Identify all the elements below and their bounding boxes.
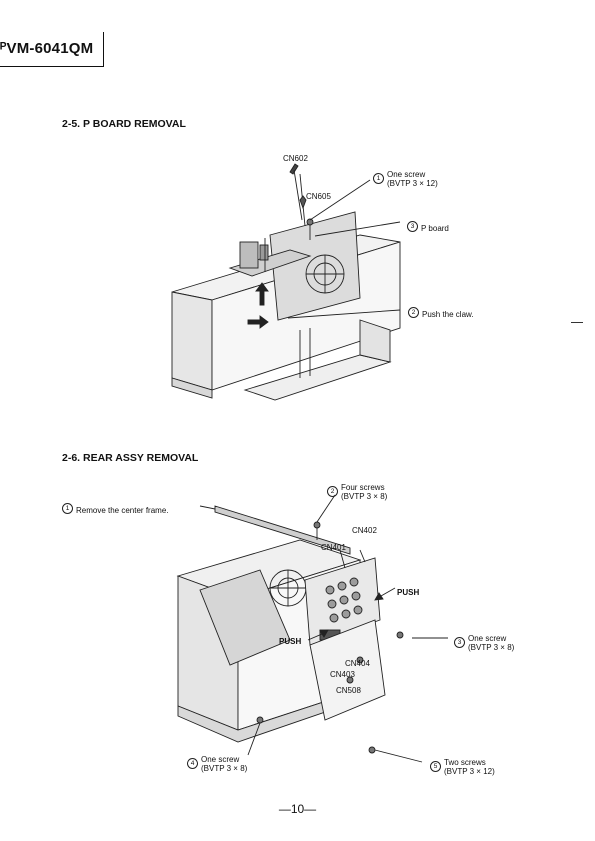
step-number-badge: 2 bbox=[408, 307, 419, 318]
step-2-text: Push the claw. bbox=[422, 310, 474, 319]
step-2-text: Four screws (BVTP 3 × 8) bbox=[341, 483, 387, 501]
step-number-badge: 3 bbox=[454, 637, 465, 648]
label-cn508: CN508 bbox=[336, 686, 361, 695]
step-5-text: Two screws (BVTP 3 × 12) bbox=[444, 758, 495, 776]
section-title-rear-assy-removal: 2-6. REAR ASSY REMOVAL bbox=[62, 452, 198, 464]
step-4-text: One screw (BVTP 3 × 8) bbox=[201, 755, 247, 773]
label-push-left: PUSH bbox=[279, 637, 301, 646]
label-push-right: PUSH bbox=[397, 588, 419, 597]
header-rule-horizontal bbox=[0, 66, 104, 67]
step-number-badge: 1 bbox=[373, 173, 384, 184]
label-cn605: CN605 bbox=[306, 192, 331, 201]
label-cn602: CN602 bbox=[283, 154, 308, 163]
section-title-p-board-removal: 2-5. P BOARD REMOVAL bbox=[62, 118, 186, 130]
p-board-removal-figure bbox=[160, 150, 490, 420]
label-cn401: CN401 bbox=[321, 543, 346, 552]
label-cn403: CN403 bbox=[330, 670, 355, 679]
model-number: ᴾVM-6041QM bbox=[0, 40, 93, 57]
step-1-text: Remove the center frame. bbox=[76, 506, 168, 515]
step-number-badge: 2 bbox=[327, 486, 338, 497]
step-3-text: One screw (BVTP 3 × 8) bbox=[468, 634, 514, 652]
label-cn402: CN402 bbox=[352, 526, 377, 535]
margin-mark bbox=[571, 322, 583, 323]
header-rule-vertical bbox=[103, 32, 104, 66]
step-1-text: One screw (BVTP 3 × 12) bbox=[387, 170, 438, 188]
step-number-badge: 5 bbox=[430, 761, 441, 772]
step-number-badge: 4 bbox=[187, 758, 198, 769]
rear-assy-removal-figure bbox=[160, 480, 460, 780]
label-cn404: CN404 bbox=[345, 659, 370, 668]
step-number-badge: 1 bbox=[62, 503, 73, 514]
step-3-text: P board bbox=[421, 224, 449, 233]
step-number-badge: 3 bbox=[407, 221, 418, 232]
page-number: —10— bbox=[0, 802, 595, 816]
